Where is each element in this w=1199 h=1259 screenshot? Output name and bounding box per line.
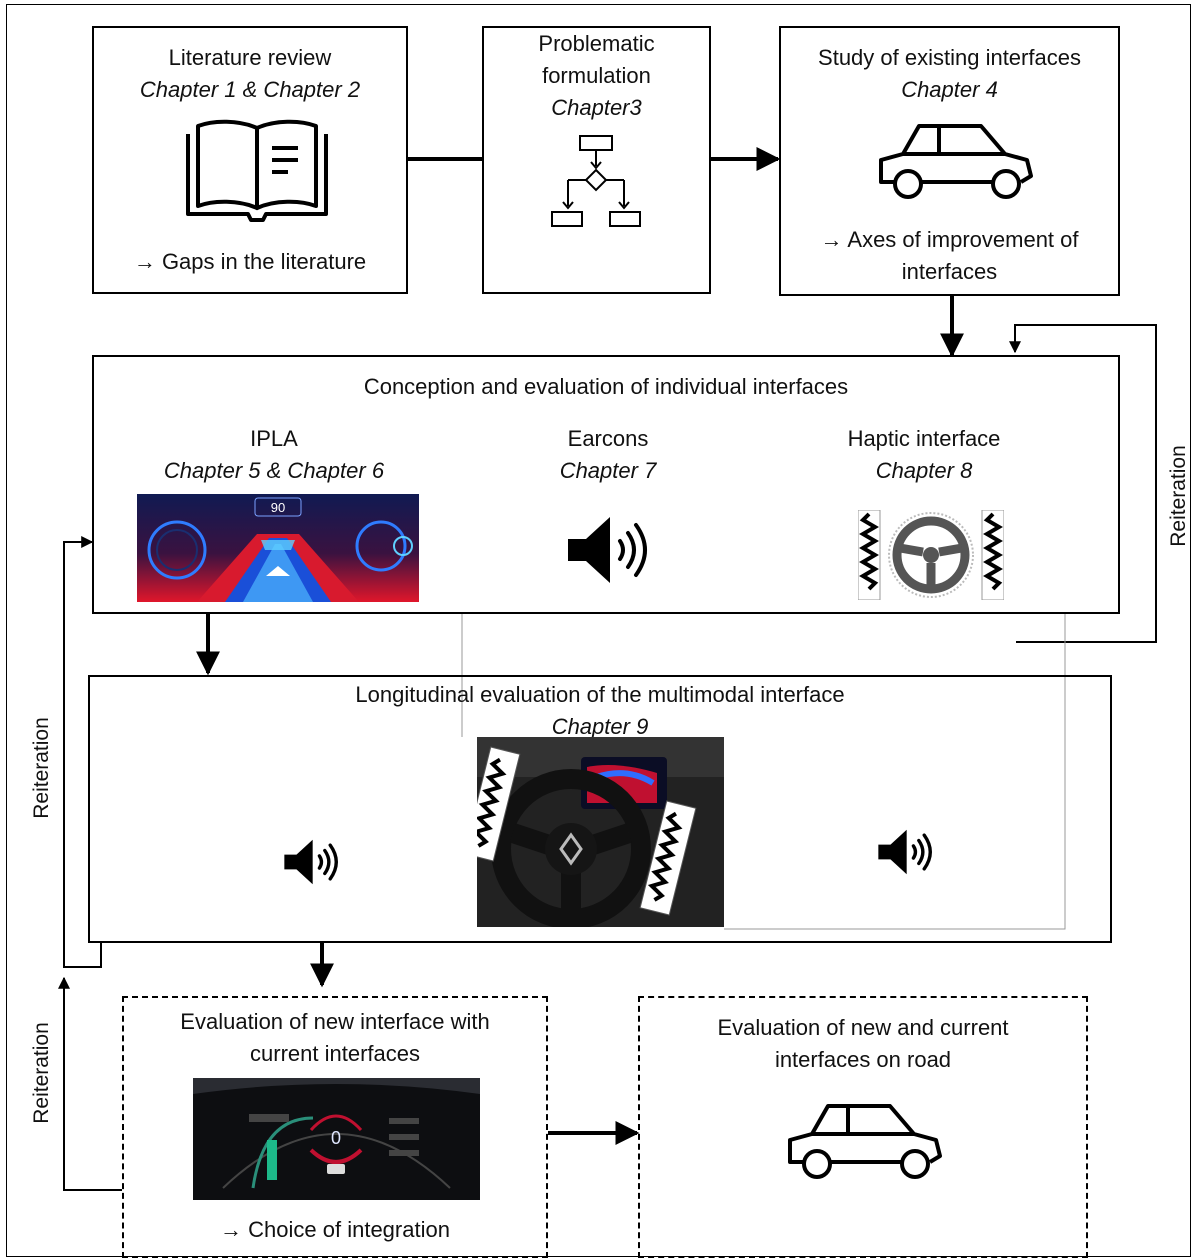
- literature-review-outcome: → Gaps in the literature: [133, 249, 367, 274]
- reiteration-left-bottom-label: Reiteration: [30, 1022, 53, 1124]
- literature-review-chapter: Chapter 1 & Chapter 2: [139, 77, 361, 102]
- longitudinal-box: Longitudinal evaluation of the multimoda…: [88, 675, 1112, 943]
- ipla-title: IPLA: [250, 426, 298, 451]
- ipla-speed-readout: 90: [271, 500, 285, 515]
- earcons-title: Earcons: [567, 426, 649, 451]
- cockpit-image: [477, 737, 724, 927]
- on-road-box: Evaluation of new and current interfaces…: [638, 996, 1088, 1258]
- car-icon: [879, 124, 1033, 199]
- new-with-current-title-line1: Evaluation of new interface with: [180, 1009, 490, 1034]
- existing-interfaces-title: Study of existing interfaces: [818, 45, 1081, 70]
- speaker-left-icon: [284, 839, 338, 885]
- flowchart-icon: [551, 135, 641, 227]
- literature-review-title: Literature review: [168, 45, 332, 70]
- haptic-title: Haptic interface: [847, 426, 1001, 451]
- speaker-right-icon: [878, 829, 932, 875]
- open-book-icon: [186, 119, 328, 222]
- on-road-title-line1: Evaluation of new and current: [717, 1015, 1009, 1040]
- problematic-title-line2: formulation: [542, 63, 651, 88]
- literature-review-box: Literature review Chapter 1 & Chapter 2 …: [92, 26, 408, 294]
- reiteration-left-top-label: Reiteration: [30, 717, 53, 819]
- existing-interfaces-outcome-line2: interfaces: [901, 259, 998, 284]
- new-with-current-outcome: → Choice of integration: [220, 1217, 450, 1242]
- car-road-icon: [788, 1104, 942, 1179]
- haptic-wheel-picture: [857, 509, 1005, 601]
- current-cluster-image: 0: [193, 1078, 480, 1200]
- speaker-icon: [568, 517, 647, 583]
- problematic-title-line1: Problematic: [538, 31, 655, 56]
- haptic-chapter: Chapter 8: [875, 458, 973, 483]
- earcons-chapter: Chapter 7: [559, 458, 657, 483]
- new-with-current-title-line2: current interfaces: [250, 1041, 420, 1066]
- on-road-title-line2: interfaces on road: [774, 1047, 952, 1072]
- new-with-current-box: Evaluation of new interface with current…: [122, 996, 548, 1258]
- conception-title: Conception and evaluation of individual …: [363, 374, 849, 399]
- longitudinal-title: Longitudinal evaluation of the multimoda…: [355, 682, 845, 707]
- diagram-frame: [6, 4, 1191, 1257]
- ipla-chapter: Chapter 5 & Chapter 6: [163, 458, 385, 483]
- ipla-dashboard-image: 90: [137, 494, 419, 602]
- problematic-formulation-box: Problematic formulation Chapter3: [482, 26, 711, 294]
- existing-interfaces-outcome-line1: → Axes of improvement of: [820, 227, 1079, 252]
- cluster-speed-readout: 0: [331, 1128, 341, 1148]
- existing-interfaces-box: Study of existing interfaces Chapter 4 →…: [779, 26, 1120, 296]
- longitudinal-chapter: Chapter 9: [551, 714, 649, 739]
- problematic-chapter: Chapter3: [551, 95, 642, 120]
- reiteration-right-label: Reiteration: [1167, 445, 1190, 547]
- existing-interfaces-chapter: Chapter 4: [901, 77, 998, 102]
